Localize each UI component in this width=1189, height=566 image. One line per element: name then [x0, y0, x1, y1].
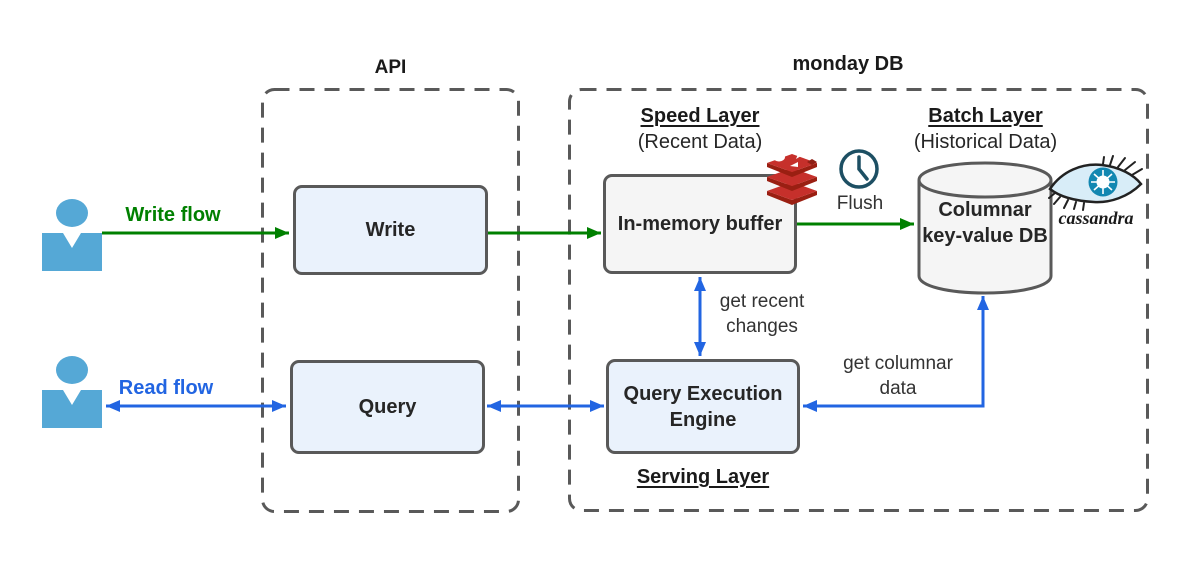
speed-layer-title: Speed Layer	[640, 105, 760, 127]
monday-db-container-label: monday DB	[792, 53, 904, 75]
batch-layer-title: Batch Layer	[928, 105, 1043, 127]
write-flow-label: Write flow	[125, 204, 221, 226]
serving-layer-title: Serving Layer	[636, 466, 770, 488]
get-columnar-data-label: get columnar data	[843, 353, 953, 399]
user-icon	[42, 199, 102, 271]
write-node: Write	[293, 185, 488, 275]
get-recent-changes-label: get recent changes	[719, 291, 805, 337]
api-container-label: API	[374, 57, 407, 78]
user-icon	[42, 356, 102, 428]
read-flow-label: Read flow	[118, 377, 214, 399]
clock-icon	[839, 149, 879, 189]
speed-layer-subtitle: (Recent Data)	[637, 131, 763, 153]
batch-layer-subtitle: (Historical Data)	[913, 131, 1058, 153]
columnar-db-label: Columnar key-value DB	[922, 199, 1048, 247]
redis-icon	[767, 146, 817, 205]
flush-label: Flush	[836, 193, 884, 214]
query-execution-engine-node: Query Execution Engine	[606, 359, 800, 454]
columnar-db-cylinder	[917, 161, 1053, 295]
cassandra-logo-label: cassandra	[1058, 208, 1134, 228]
query-node: Query	[290, 360, 485, 454]
cassandra-logo	[1048, 155, 1143, 211]
in-memory-buffer-node: In-memory buffer	[603, 174, 797, 274]
